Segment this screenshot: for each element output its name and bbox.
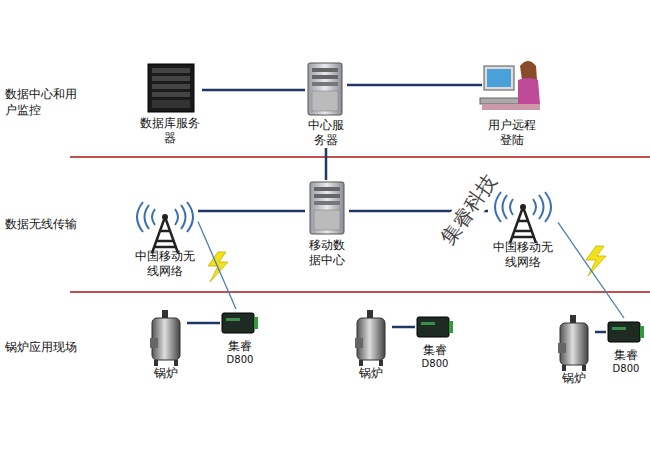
node-label: D800 xyxy=(222,354,258,366)
connector xyxy=(392,327,415,328)
connector-line xyxy=(392,326,415,329)
database-server: 数据库服务器 xyxy=(138,62,202,146)
connector-line xyxy=(325,148,328,180)
node-label: 中国移动无线网络 xyxy=(492,240,554,270)
d800-terminal: 集睿D800 xyxy=(606,318,646,375)
user-computer-icon xyxy=(480,61,540,110)
database-server-icon xyxy=(148,64,194,112)
node-label: 集睿 xyxy=(222,339,258,354)
connector xyxy=(198,222,236,309)
node-label: 锅炉 xyxy=(151,366,181,381)
watermark: 集睿科技 xyxy=(434,167,504,251)
connector-line xyxy=(198,210,305,213)
node-label: D800 xyxy=(608,363,644,375)
node-label: 数据库服务器 xyxy=(138,116,202,146)
node-label: D800 xyxy=(417,358,453,370)
connector xyxy=(326,148,327,180)
node-label: 用户远程登陆 xyxy=(487,118,537,148)
boiler: 锅炉 xyxy=(350,308,392,381)
connector-line xyxy=(347,84,482,87)
node-label: 集睿 xyxy=(417,343,453,358)
boiler: 锅炉 xyxy=(145,308,187,381)
node-label: 中心服务器 xyxy=(306,118,346,148)
connector-line xyxy=(595,331,606,334)
lightning-symbol xyxy=(586,246,606,276)
connector xyxy=(558,222,624,318)
central-server: 中心服务器 xyxy=(305,62,347,148)
remote-user: 用户远程登陆 xyxy=(482,60,542,148)
connector xyxy=(347,85,482,86)
boiler: 锅炉 xyxy=(553,313,595,386)
mobile-data-center: 移动数据中心 xyxy=(305,180,349,268)
band-divider xyxy=(70,156,650,158)
wireless-network: 中国移动无线网络 xyxy=(488,188,558,270)
band-divider xyxy=(70,291,650,293)
node-label: 锅炉 xyxy=(356,366,386,381)
wireless-network: 中国移动无线网络 xyxy=(132,197,198,279)
d800-terminal: 集睿D800 xyxy=(415,313,455,370)
connector xyxy=(595,332,606,333)
node-label: 集睿 xyxy=(608,348,644,363)
band-label: 数据无线传输 xyxy=(5,216,95,232)
node-label: 中国移动无线网络 xyxy=(134,249,196,279)
connector-line xyxy=(202,89,305,92)
band-label: 锅炉应用现场 xyxy=(5,339,95,355)
node-label: 锅炉 xyxy=(559,371,589,386)
node-label: 移动数据中心 xyxy=(307,238,347,268)
d800-terminal: 集睿D800 xyxy=(220,309,260,366)
band-label: 数据中心和用户监控 xyxy=(5,86,83,118)
connector xyxy=(187,323,220,324)
connector-line xyxy=(187,322,220,325)
connector-line xyxy=(198,222,236,309)
connector-line xyxy=(558,222,624,318)
connector xyxy=(198,211,305,212)
connector xyxy=(202,90,305,91)
